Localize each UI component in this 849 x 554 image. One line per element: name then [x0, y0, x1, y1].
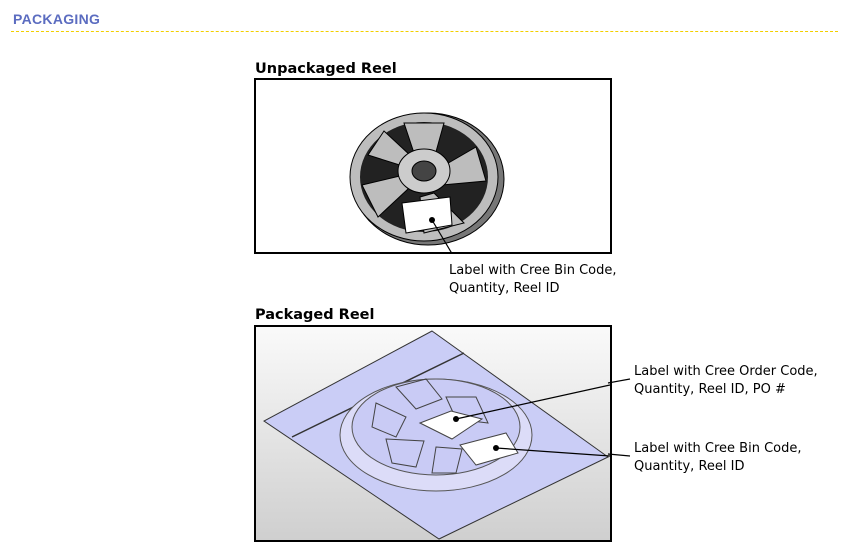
order-code-label-callout: Label with Cree Order Code, Quantity, Re… [634, 363, 818, 399]
packaged-reel-figure [254, 325, 612, 542]
unpackaged-reel-figure [254, 78, 612, 254]
unpackaged-label-callout: Label with Cree Bin Code, Quantity, Reel… [449, 262, 617, 298]
callout-line: Quantity, Reel ID [449, 281, 560, 296]
callout-line: Quantity, Reel ID [634, 459, 745, 474]
section-title: PACKAGING [13, 11, 101, 27]
callout-line: Label with Cree Bin Code, [449, 263, 617, 278]
packaged-reel-title: Packaged Reel [255, 307, 375, 323]
bin-code-label-callout: Label with Cree Bin Code, Quantity, Reel… [634, 440, 802, 476]
packaged-reel-drawing [263, 330, 610, 540]
callout-line: Label with Cree Order Code, [634, 364, 818, 379]
unpackaged-reel-drawing [349, 112, 505, 252]
callout-line: Quantity, Reel ID, PO # [634, 382, 786, 397]
callout-line: Label with Cree Bin Code, [634, 441, 802, 456]
section-divider [11, 31, 838, 32]
unpackaged-reel-title: Unpackaged Reel [255, 61, 397, 77]
